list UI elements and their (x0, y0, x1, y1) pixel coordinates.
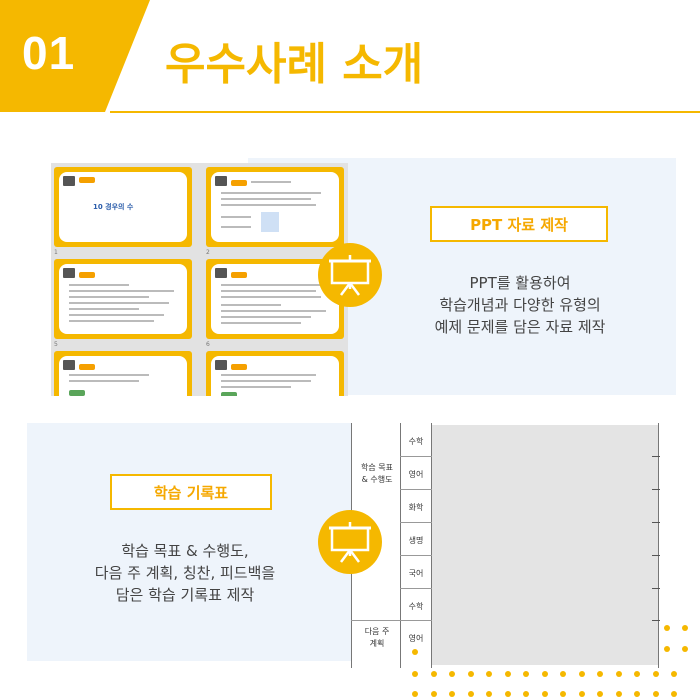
decorative-dot (412, 691, 418, 697)
decorative-dot (523, 691, 529, 697)
header-divider (110, 111, 700, 113)
slide-title: 10 경우의 수 (93, 203, 134, 211)
decorative-dot (671, 691, 677, 697)
decorative-dot (412, 649, 418, 655)
slide-thumbnail[interactable] (206, 167, 344, 247)
decorative-dot (504, 691, 511, 697)
decorative-dot (615, 691, 622, 697)
decorative-dot (541, 691, 548, 697)
decorative-dot (449, 671, 455, 677)
decorative-dot (523, 671, 529, 677)
record-label-box: 학습 기록표 (110, 474, 272, 510)
page-title: 우수사례 소개 (165, 39, 424, 90)
table-group-next-week: 다음 주 계획 (364, 627, 390, 648)
record-desc-line: 다음 주 계획, 칭찬, 피드백을 (94, 564, 276, 582)
decorative-dot (664, 625, 670, 631)
record-label: 학습 기록표 (153, 483, 229, 502)
decorative-dot (486, 671, 492, 677)
record-description: 학습 목표 & 수행도, 다음 주 계획, 칭찬, 피드백을 담은 학습 기록표… (60, 540, 310, 606)
slide-number: 1 (54, 249, 58, 256)
table-subject-cell: 생명 (408, 536, 424, 545)
decorative-dot (634, 691, 640, 697)
table-subject-cell: 영어 (408, 634, 424, 643)
decorative-dot (430, 691, 437, 697)
slide-logo (63, 176, 75, 186)
presentation-board-icon (318, 243, 382, 307)
table-subject-cell: 수학 (408, 602, 424, 611)
table-subject-cell: 화학 (408, 503, 424, 512)
decorative-dot (652, 691, 659, 697)
section-number: 01 (22, 27, 76, 79)
slide-thumbnail[interactable] (206, 259, 344, 339)
ppt-desc-line: PPT를 활용하여 (469, 274, 571, 292)
decorative-dot (634, 671, 640, 677)
decorative-dot (560, 671, 566, 677)
decorative-dot (412, 671, 418, 677)
table-group-goals: 학습 목표 & 수행도 (361, 463, 393, 484)
record-table-body (432, 425, 658, 665)
ppt-description: PPT를 활용하여 학습개념과 다양한 유형의 예제 문제를 담은 자료 제작 (380, 272, 660, 338)
decorative-dot (504, 671, 511, 677)
ppt-label: PPT 자료 제작 (470, 215, 568, 234)
presentation-board-icon (318, 510, 382, 574)
slide-thumbnail[interactable] (54, 259, 192, 339)
table-subject-cell: 국어 (408, 569, 424, 578)
decorative-dot (615, 671, 622, 677)
decorative-dot (682, 625, 688, 631)
ppt-label-box: PPT 자료 제작 (430, 206, 608, 242)
slide-thumbnail[interactable] (206, 351, 344, 396)
decorative-dot (664, 646, 670, 652)
decorative-dot (430, 671, 437, 677)
decorative-dot (597, 671, 603, 677)
decorative-dot (682, 646, 688, 652)
decorative-dot (467, 691, 474, 697)
decorative-dot (578, 671, 585, 677)
decorative-dot (671, 671, 677, 677)
decorative-dot (541, 671, 548, 677)
ppt-desc-line: 학습개념과 다양한 유형의 (439, 296, 601, 314)
record-section-panel (27, 423, 351, 661)
table-subject-cell: 영어 (408, 470, 424, 479)
record-desc-line: 담은 학습 기록표 제작 (115, 586, 255, 604)
slide-thumbnail[interactable]: 10 경우의 수 (54, 167, 192, 247)
decorative-dot (597, 691, 603, 697)
decorative-dot (486, 691, 492, 697)
decorative-dot (560, 691, 566, 697)
ppt-slide-thumbnails: 10 경우의 수 1 2 5 (51, 163, 348, 396)
slide-number: 5 (54, 341, 58, 348)
decorative-dot (467, 671, 474, 677)
decorative-dot (578, 691, 585, 697)
slide-thumbnail[interactable] (54, 351, 192, 396)
decorative-dot (652, 671, 659, 677)
slide-number: 2 (206, 249, 210, 256)
table-subject-cell: 수학 (408, 437, 424, 446)
record-desc-line: 학습 목표 & 수행도, (121, 542, 249, 560)
ppt-desc-line: 예제 문제를 담은 자료 제작 (434, 318, 606, 336)
slide-number: 6 (206, 341, 210, 348)
decorative-dot (449, 691, 455, 697)
